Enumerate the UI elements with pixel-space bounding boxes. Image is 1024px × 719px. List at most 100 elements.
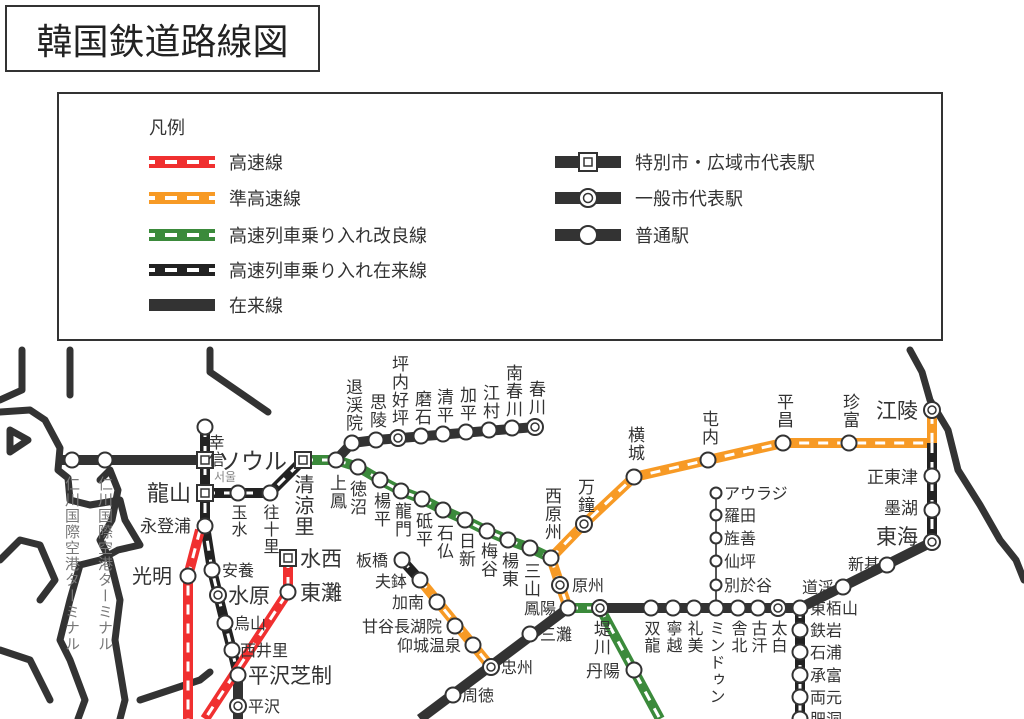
- double-circle-station-icon: [575, 515, 593, 533]
- station-inc1[interactable]: [63, 451, 81, 469]
- gangneung-line: [547, 410, 937, 562]
- station-ssangyong[interactable]: [642, 599, 660, 617]
- station-singi[interactable]: [878, 556, 896, 574]
- station-bongyang[interactable]: [559, 599, 577, 617]
- station-danyang[interactable]: [625, 661, 643, 679]
- seoul-hangul-label: 서울: [214, 470, 236, 484]
- legend-label: 高速列車乗り入れ改良線: [229, 226, 427, 247]
- station-yeongwol[interactable]: [664, 599, 682, 617]
- station-mukho[interactable]: [923, 501, 941, 519]
- station-yemi[interactable]: [685, 599, 703, 617]
- station-gangneung[interactable]: [923, 401, 941, 419]
- station-yongmun[interactable]: [392, 482, 410, 500]
- station-maseok[interactable]: [412, 427, 430, 445]
- station-byeoreogok[interactable]: [709, 578, 723, 592]
- double-circle-station-icon: [555, 188, 621, 208]
- station-sangbong[interactable]: [327, 451, 345, 469]
- station-wangsimni[interactable]: [261, 484, 279, 502]
- station-label-osan: 烏山: [234, 614, 266, 633]
- station-sareung[interactable]: [367, 431, 385, 449]
- station-wonju[interactable]: [551, 576, 569, 594]
- station-suseo[interactable]: [279, 549, 297, 567]
- station-dogye[interactable]: [834, 578, 852, 596]
- station-manjong[interactable]: [575, 515, 593, 533]
- station-bidong[interactable]: [791, 710, 809, 719]
- station-osan[interactable]: [216, 614, 234, 632]
- station-samsan[interactable]: [521, 539, 539, 557]
- station-gohan[interactable]: [749, 599, 767, 617]
- station-yongsan[interactable]: [196, 484, 214, 502]
- yeongdong-line-donghae: [797, 537, 935, 613]
- station-namchuncheon[interactable]: [503, 419, 521, 437]
- station-auraji[interactable]: [709, 486, 723, 500]
- station-angseong[interactable]: [464, 636, 482, 654]
- station-chungju[interactable]: [482, 658, 500, 676]
- station-pyeongtaek[interactable]: [229, 697, 247, 715]
- station-seoul[interactable]: [196, 451, 214, 469]
- station-pyeongchang[interactable]: [774, 434, 792, 452]
- station-seungbu[interactable]: [791, 666, 809, 684]
- station-yeongdeungpo[interactable]: [196, 517, 214, 535]
- station-deokso[interactable]: [349, 458, 367, 476]
- station-jipyeong[interactable]: [413, 490, 431, 508]
- station-pangyo[interactable]: [393, 551, 411, 569]
- station-samtan[interactable]: [521, 625, 539, 643]
- station-label-judeok: 周徳: [462, 686, 494, 705]
- station-seokpo[interactable]: [791, 643, 809, 661]
- station-taebaek[interactable]: [769, 599, 787, 617]
- station-jeongdongjin[interactable]: [923, 467, 941, 485]
- circle-station-icon: [229, 484, 247, 502]
- station-pyeongtaekjije[interactable]: [229, 666, 247, 684]
- station-yangwon[interactable]: [791, 688, 809, 706]
- station-jinbu[interactable]: [840, 434, 858, 452]
- station-gangchon[interactable]: [480, 421, 498, 439]
- station-label-manjong: 万鐘: [574, 478, 595, 514]
- station-cheongpyeong[interactable]: [434, 425, 452, 443]
- station-chuncheon[interactable]: [526, 418, 544, 436]
- station-ganam[interactable]: [428, 593, 446, 611]
- station-bubal[interactable]: [411, 571, 429, 589]
- double-circle-inner: [927, 405, 937, 415]
- station-jecheon[interactable]: [591, 599, 609, 617]
- station-seonpyeong[interactable]: [709, 554, 723, 568]
- station-gapyeong[interactable]: [457, 423, 475, 441]
- station-seojeongri[interactable]: [223, 641, 241, 659]
- station-suwon[interactable]: [209, 586, 227, 604]
- station-gamgok[interactable]: [446, 617, 464, 635]
- station-judeok[interactable]: [444, 686, 462, 704]
- station-hoengseong[interactable]: [625, 468, 643, 486]
- station-label-mindungsan: ミンドゥン: [707, 620, 726, 705]
- station-toegyewon[interactable]: [343, 434, 361, 452]
- station-haengsin[interactable]: [196, 418, 214, 436]
- station-dunnae[interactable]: [699, 451, 717, 469]
- station-label-namchuncheon: 南春川: [502, 364, 523, 418]
- station-dongbaeksan[interactable]: [791, 599, 809, 617]
- station-pyeongnae[interactable]: [389, 429, 407, 447]
- station-anyang[interactable]: [203, 561, 221, 579]
- station-maegok[interactable]: [478, 522, 496, 540]
- station-cheongnyangni[interactable]: [294, 451, 312, 469]
- improved-line-icon: [149, 229, 215, 241]
- station-seokbul[interactable]: [434, 501, 452, 519]
- station-cheoram[interactable]: [791, 621, 809, 639]
- station-inc2[interactable]: [96, 451, 114, 469]
- station-oksu[interactable]: [229, 484, 247, 502]
- station-sabuk[interactable]: [729, 599, 747, 617]
- circle-station-icon: [480, 421, 498, 439]
- station-najeon[interactable]: [709, 508, 723, 522]
- station-yangpyeong[interactable]: [371, 471, 389, 489]
- station-seowonju[interactable]: [542, 549, 560, 567]
- station-label-najeon: 羅田: [724, 506, 756, 525]
- double-circle-station-icon: [923, 533, 941, 551]
- station-label-ssangyong: 双龍: [642, 620, 661, 654]
- station-jeongseon[interactable]: [709, 531, 723, 545]
- station-mindungsan[interactable]: [707, 599, 725, 617]
- station-label-seowonju: 西原州: [541, 487, 562, 541]
- station-dongtan[interactable]: [279, 583, 297, 601]
- station-ilsin[interactable]: [456, 511, 474, 529]
- jungang-line-south: [595, 605, 665, 719]
- station-label-samsan: 三山: [520, 562, 540, 598]
- station-gwangmyeong[interactable]: [179, 567, 197, 585]
- station-donghae[interactable]: [923, 533, 941, 551]
- station-yangdong[interactable]: [499, 531, 517, 549]
